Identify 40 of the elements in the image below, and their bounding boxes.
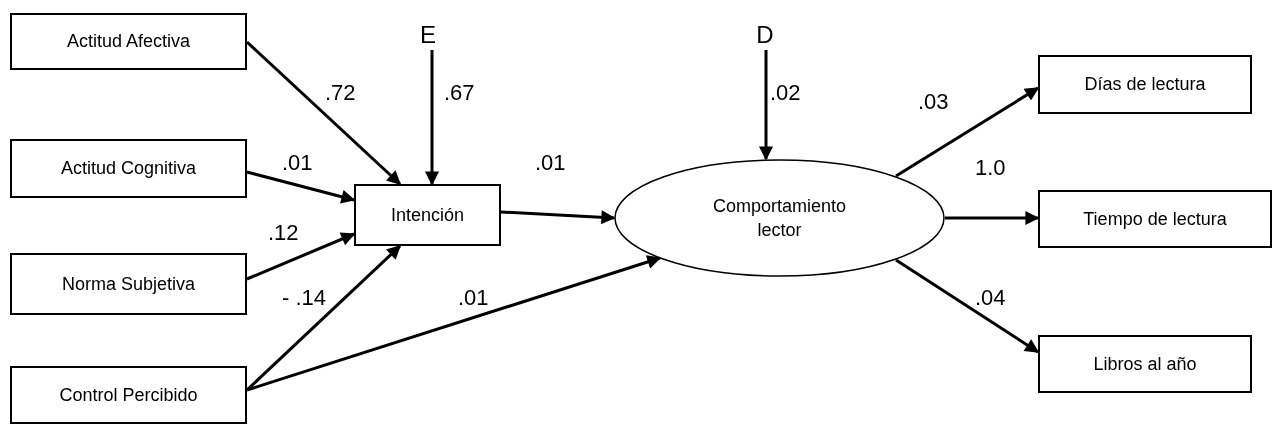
error-term-label: E bbox=[420, 19, 436, 50]
path-coefficient: .03 bbox=[918, 89, 949, 115]
observed-variable-box bbox=[1038, 55, 1252, 114]
observed-variable-box bbox=[10, 366, 247, 424]
path-arrow bbox=[759, 50, 773, 161]
variable-label: Actitud Afectiva bbox=[66, 30, 191, 54]
observed-variable-box bbox=[354, 184, 501, 246]
path-arrow bbox=[425, 50, 439, 186]
path-coefficient: .01 bbox=[282, 150, 313, 176]
path-arrow bbox=[246, 170, 356, 204]
path-arrow bbox=[945, 211, 1040, 225]
observed-variable-box bbox=[10, 139, 247, 198]
observed-variable-box bbox=[1038, 190, 1272, 248]
path-coefficient: - .14 bbox=[282, 285, 327, 311]
variable-label: Tiempo de lectura bbox=[1083, 207, 1227, 231]
path-coefficient: .01 bbox=[458, 285, 489, 311]
variable-label: Comportamiento lector bbox=[711, 194, 848, 242]
path-coefficient: .72 bbox=[325, 80, 356, 106]
path-coefficient: .12 bbox=[268, 220, 299, 246]
path-coefficient: 1.0 bbox=[975, 155, 1006, 181]
path-arrow bbox=[246, 255, 662, 392]
variable-label: Intención bbox=[390, 203, 465, 227]
path-arrow bbox=[246, 40, 402, 186]
path-arrow bbox=[500, 210, 616, 225]
path-coefficient: .02 bbox=[770, 80, 801, 106]
variable-label: Control Percibido bbox=[59, 383, 198, 407]
path-arrow bbox=[246, 232, 356, 281]
path-arrow bbox=[895, 86, 1040, 178]
path-coefficient: .01 bbox=[535, 150, 566, 176]
path-coefficient: .67 bbox=[444, 80, 475, 106]
observed-variable-box bbox=[1038, 335, 1252, 393]
path-coefficient: .04 bbox=[975, 285, 1006, 311]
observed-variable-box bbox=[10, 13, 247, 70]
variable-label: Norma Subjetiva bbox=[61, 272, 196, 296]
path-arrow bbox=[895, 258, 1040, 354]
variable-label: Actitud Cognitiva bbox=[60, 157, 197, 181]
variable-label: Días de lectura bbox=[1084, 73, 1206, 97]
variable-label: Libros al año bbox=[1093, 352, 1197, 376]
error-term-label: D bbox=[756, 19, 774, 50]
observed-variable-box bbox=[10, 253, 247, 315]
